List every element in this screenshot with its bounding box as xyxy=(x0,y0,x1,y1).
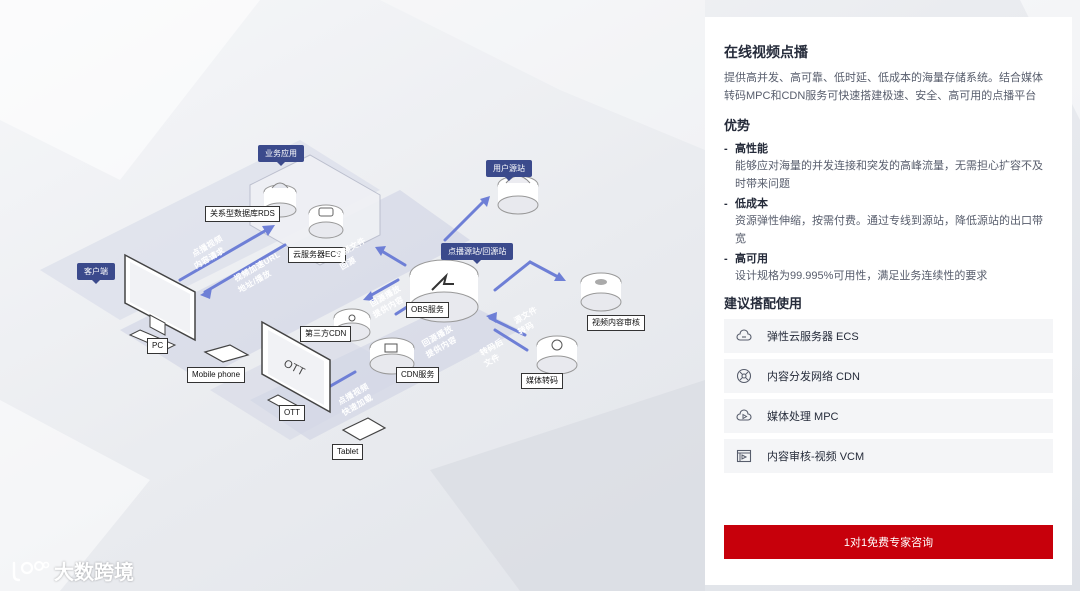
label-ecs: 云服务器ECS xyxy=(288,247,347,263)
advantage-item: -高可用 设计规格为99.995%可用性，满足业务连续性的要求 xyxy=(724,251,1053,285)
recommend-item-mpc[interactable]: 媒体处理 MPC xyxy=(724,399,1053,433)
advantage-item: -高性能 能够应对海量的并发连接和突发的高峰流量，无需担心扩容不及时带来问题 xyxy=(724,141,1053,193)
media-transcode-server xyxy=(536,335,578,375)
tag-business-app: 业务应用 xyxy=(258,145,304,166)
advantage-text: 能够应对海量的并发连接和突发的高峰流量，无需担心扩容不及时带来问题 xyxy=(735,160,1043,190)
cloud-server-icon xyxy=(736,328,752,344)
advantage-title: 低成本 xyxy=(735,198,768,210)
dash-marker: - xyxy=(724,143,728,155)
label-video-audit: 视频内容审核 xyxy=(587,315,645,331)
recommend-item-ecs[interactable]: 弹性云服务器 ECS xyxy=(724,319,1053,353)
label-mobile: Mobile phone xyxy=(187,367,246,383)
advantage-title: 高性能 xyxy=(735,143,768,155)
video-audit-icon xyxy=(736,448,752,464)
ecs-server xyxy=(308,204,344,239)
watermark-logo-icon xyxy=(12,560,50,581)
video-audit-server xyxy=(580,272,622,312)
panel-title: 在线视频点播 xyxy=(724,44,808,60)
panel-description: 提供高并发、高可靠、低时延、低成本的海量存储系统。结合媒体转码MPC和CDN服务… xyxy=(724,72,1043,102)
tag-client: 客户端 xyxy=(77,263,115,284)
label-ott: OTT xyxy=(279,405,305,421)
recommend-item-cdn[interactable]: 内容分发网络 CDN xyxy=(724,359,1053,393)
label-third-cdn: 第三方CDN xyxy=(300,326,352,342)
advantage-item: -低成本 资源弹性伸缩，按需付费。通过专线到源站，降低源站的出口带宽 xyxy=(724,196,1053,248)
solution-panel: 在线视频点播 提供高并发、高可靠、低时延、低成本的海量存储系统。结合媒体转码MP… xyxy=(705,17,1072,585)
watermark-text: 大数跨境 xyxy=(54,562,134,584)
label-obs: OBS服务 xyxy=(406,302,449,318)
label-rds: 关系型数据库RDS xyxy=(205,206,280,222)
recommend-label: 弹性云服务器 ECS xyxy=(767,331,859,343)
dash-marker: - xyxy=(724,253,728,265)
recommend-label: 内容分发网络 CDN xyxy=(767,371,860,383)
advantage-title: 高可用 xyxy=(735,253,768,265)
media-play-icon xyxy=(736,408,752,424)
label-media-transcode: 媒体转码 xyxy=(521,373,563,389)
label-tablet: Tablet xyxy=(332,444,364,460)
cdn-server xyxy=(369,337,415,375)
advantage-text: 资源弹性伸缩，按需付费。通过专线到源站，降低源站的出口带宽 xyxy=(735,215,1043,245)
tag-vod-origin: 点播源站/回源站 xyxy=(441,243,514,264)
expert-consult-button[interactable]: 1对1免费专家咨询 xyxy=(724,525,1053,559)
obs-server xyxy=(409,259,479,323)
diagram-graphics xyxy=(40,140,622,441)
label-pc: PC xyxy=(147,338,169,354)
cdn-icon xyxy=(736,368,752,384)
user-origin-server xyxy=(497,175,539,215)
recommend-title: 建议搭配使用 xyxy=(724,296,803,311)
label-cdn: CDN服务 xyxy=(396,367,440,383)
recommend-label: 内容审核-视频 VCM xyxy=(767,451,865,463)
watermark: 大数跨境 xyxy=(8,556,134,585)
recommend-label: 媒体处理 MPC xyxy=(767,411,839,423)
tag-user-origin: 用户源站 xyxy=(486,160,532,181)
recommend-item-vcm[interactable]: 内容审核-视频 VCM xyxy=(724,439,1053,473)
dash-marker: - xyxy=(724,198,728,210)
advantages-title: 优势 xyxy=(724,118,751,133)
advantage-text: 设计规格为99.995%可用性，满足业务连续性的要求 xyxy=(735,270,988,282)
architecture-diagram: 客户端 业务应用 用户源站 点播源站/回源站 关系型数据库RDS 云服务器ECS… xyxy=(40,140,645,460)
